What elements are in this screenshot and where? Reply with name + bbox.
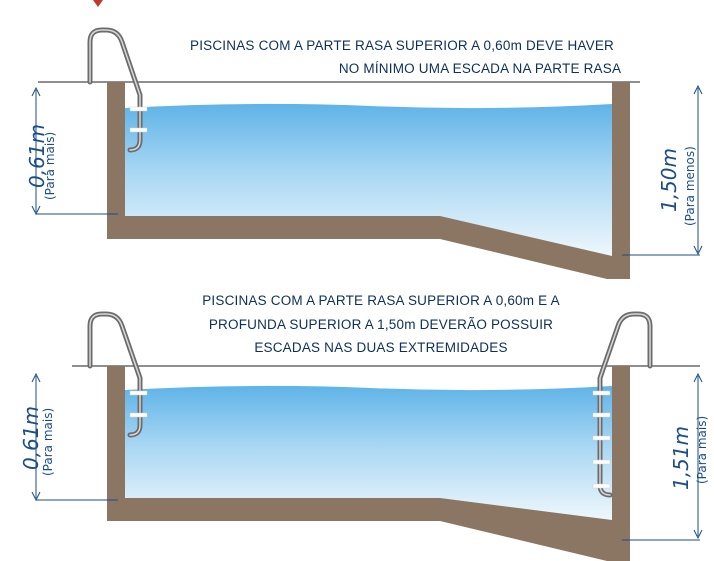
top-left-depth-note: (Para mais) [43, 132, 57, 200]
top-left-depth-value: 0,61m [25, 124, 49, 188]
ladder-step-2 [129, 412, 148, 418]
top-right-dimension: 1,50m (Para menos) [622, 84, 703, 256]
arrow-down-icon [693, 245, 703, 256]
bottom-left-depth-note: (Para mais) [41, 408, 55, 476]
top-left-dimension: 0,61m (Para mais) [25, 86, 118, 216]
arrow-up-icon [31, 86, 41, 97]
bottom-right-depth-value: 1,51m [669, 426, 693, 490]
bottom-right-dimension: 1,51m (Para mais) [622, 372, 709, 541]
arrow-up-icon [693, 84, 703, 95]
top-marker-icon [93, 0, 103, 7]
bottom-shallow-end-ladder [87, 311, 148, 438]
ladder-step-1 [129, 390, 148, 396]
arrow-up-icon [693, 372, 703, 383]
top-pool-diagram: PISCINAS COM A PARTE RASA SUPERIOR A 0,6… [25, 27, 703, 279]
top-caption-line-1: PISCINAS COM A PARTE RASA SUPERIOR A 0,6… [190, 38, 614, 53]
bottom-water [125, 385, 612, 520]
bottom-right-depth-note: (Para mais) [695, 416, 709, 484]
ladder-step-1 [129, 106, 148, 112]
bottom-pool-walls [107, 366, 630, 561]
bottom-pool-diagram: PISCINAS COM A PARTE RASA SUPERIOR A 0,6… [19, 293, 709, 561]
top-water [125, 103, 612, 257]
ladder-step-4 [592, 459, 611, 465]
top-shallow-end-ladder [87, 27, 148, 153]
ladder-step-2 [592, 412, 611, 418]
bottom-left-depth-value: 0,61m [19, 406, 43, 470]
ladder-step-1 [592, 390, 611, 396]
bottom-deep-end-ladder [592, 311, 653, 498]
arrow-down-icon [693, 529, 703, 540]
top-right-depth-value: 1,50m [657, 148, 681, 212]
bottom-left-dimension: 0,61m (Para mais) [19, 372, 118, 502]
top-right-depth-note: (Para menos) [683, 146, 697, 226]
bottom-caption-line-1: PISCINAS COM A PARTE RASA SUPERIOR A 0,6… [202, 293, 560, 308]
ladder-step-3 [592, 435, 611, 441]
arrow-up-icon [31, 372, 41, 383]
bottom-caption-line-3: ESCADAS NAS DUAS EXTREMIDADES [254, 340, 507, 355]
ladder-step-5 [592, 483, 611, 489]
top-pool-walls [107, 82, 630, 279]
ladder-step-2 [129, 127, 148, 133]
bottom-caption-line-2: PROFUNDA SUPERIOR A 1,50m DEVERÃO POSSUI… [209, 317, 553, 332]
top-caption-line-2: NO MÍNIMO UMA ESCADA NA PARTE RASA [339, 61, 621, 76]
